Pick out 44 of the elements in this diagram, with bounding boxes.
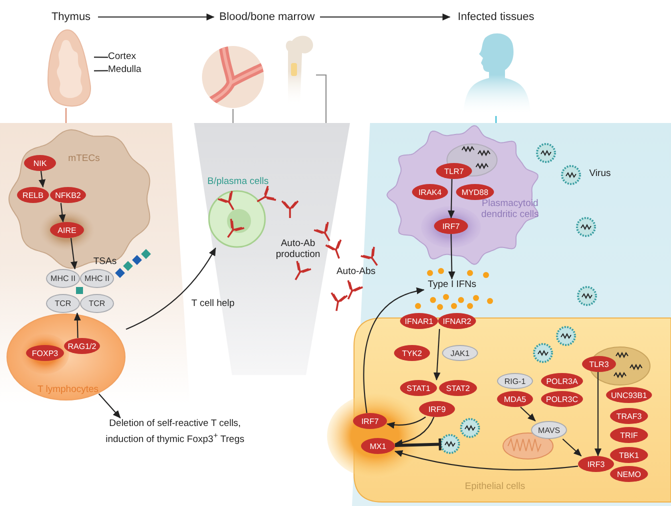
thymus-drawing (46, 28, 94, 108)
part-label: Medulla (108, 64, 152, 77)
arrow (394, 416, 434, 446)
cell-label: mTECs (67, 153, 101, 165)
virus-icon (440, 434, 460, 454)
arrow (38, 170, 46, 188)
blood-vessel-drawing (201, 45, 265, 109)
leader-line (495, 116, 497, 123)
part-label: Cortex (108, 51, 148, 64)
arrow (74, 312, 81, 338)
stage-heading: Blood/bone marrow (214, 10, 320, 24)
arrow (70, 238, 78, 270)
arrow (386, 416, 426, 429)
annotation-label: Virus (588, 168, 612, 181)
arrow (394, 450, 578, 470)
leader-line (232, 109, 234, 123)
cell-label: Plasmacytoid dendritic cells (480, 198, 540, 222)
leader-line (94, 70, 108, 72)
cell-label: T lymphocytes (36, 384, 100, 396)
outcome-note: Deletion of self-reactive T cells, induction of thymic Foxp3$^{+}$ Tregs (100, 418, 250, 444)
leader-line (316, 74, 327, 123)
arrow (448, 234, 456, 280)
arrow (562, 438, 582, 456)
cell-label: Epithelial cells (464, 481, 526, 494)
arrow (520, 406, 536, 422)
edge-label: T cell help (190, 298, 236, 311)
arrow (126, 248, 216, 330)
annotation-label: Auto-Abs (335, 266, 377, 278)
molecule-label: Type I IFNs (424, 279, 480, 293)
arrow (594, 372, 602, 456)
annotation-label: Auto-Ab production (274, 238, 322, 262)
arrow (98, 393, 121, 418)
leader-line (94, 56, 108, 58)
arrow (363, 288, 424, 414)
arrow (58, 202, 66, 222)
stage-heading: Infected tissues (450, 10, 542, 24)
stage-heading: Thymus (44, 10, 98, 24)
arrow (433, 328, 440, 380)
cell-label: B/plasma cells (206, 176, 270, 188)
arrow (98, 14, 214, 20)
arrow (320, 14, 450, 20)
annotation-label: TSAs (92, 256, 118, 268)
leader-line (65, 108, 67, 123)
arrow (448, 178, 455, 218)
